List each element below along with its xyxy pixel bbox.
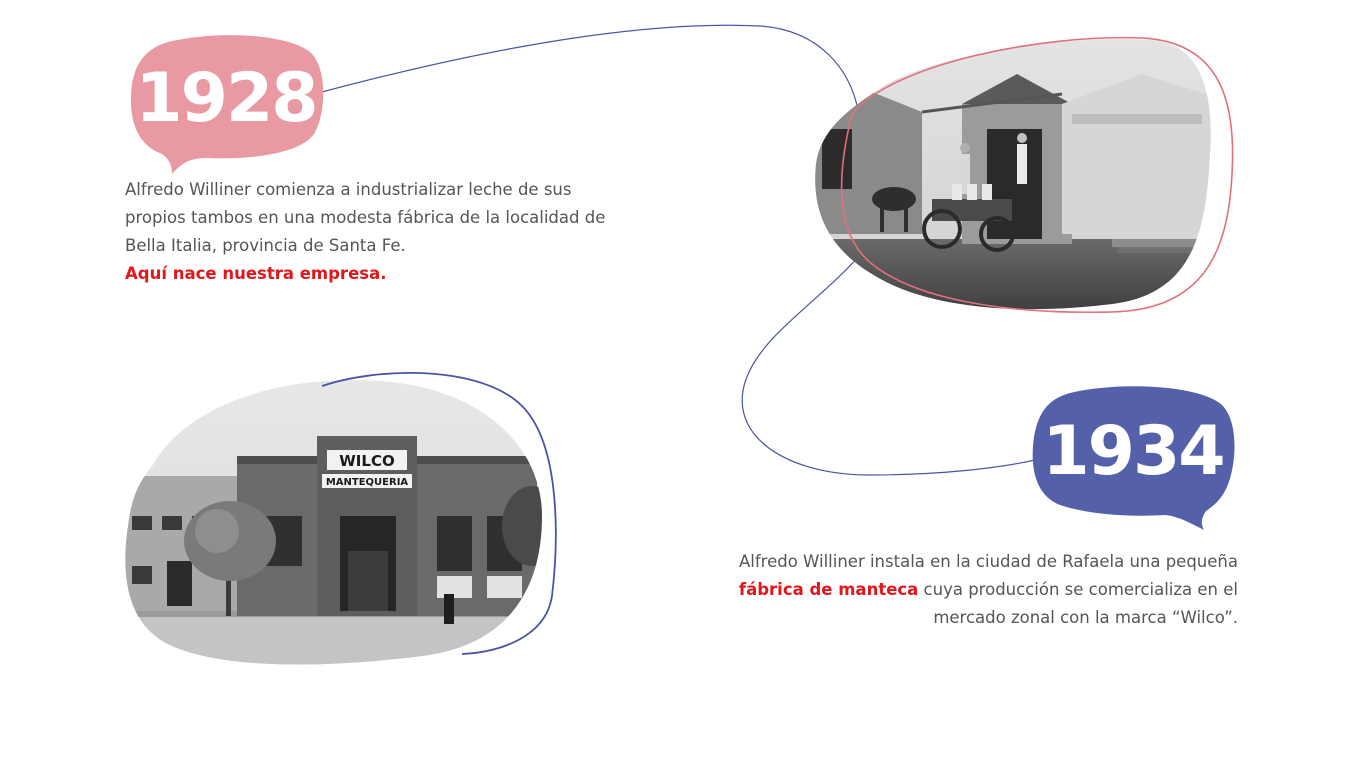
description-line: mercado zonal con la marca “Wilco”.: [933, 608, 1238, 627]
year-label: 1928: [135, 58, 318, 138]
highlight-text: fábrica de manteca: [738, 580, 919, 599]
description-1934: Alfredo Williner instala en la ciudad de…: [660, 548, 1238, 632]
highlight-text: Aquí nace nuestra empresa.: [125, 264, 387, 283]
description-1928: Alfredo Williner comienza a industrializ…: [125, 176, 685, 288]
photo-wilco-mantequeria: WILCO MANTEQUERIA: [125, 371, 557, 665]
year-label: 1934: [1042, 412, 1225, 491]
mantequeria-sign-text: MANTEQUERIA: [326, 477, 409, 488]
description-line: Alfredo Williner comienza a industrializ…: [125, 180, 572, 199]
speech-bubble-shape: [1032, 386, 1235, 530]
description-line: Alfredo Williner instala en la ciudad de…: [738, 552, 1238, 571]
year-bubble-1934: 1934: [1030, 385, 1236, 530]
speech-bubble-shape: [130, 35, 324, 174]
wilco-sign-text: WILCO: [339, 452, 394, 470]
description-line: Bella Italia, provincia de Santa Fe.: [125, 236, 406, 255]
description-line: propios tambos en una modesta fábrica de…: [125, 208, 606, 227]
year-bubble-1928: 1928: [128, 34, 324, 174]
description-line: cuya producción se comercializa en el: [918, 580, 1238, 599]
photo-bella-italia-factory: [815, 36, 1234, 314]
